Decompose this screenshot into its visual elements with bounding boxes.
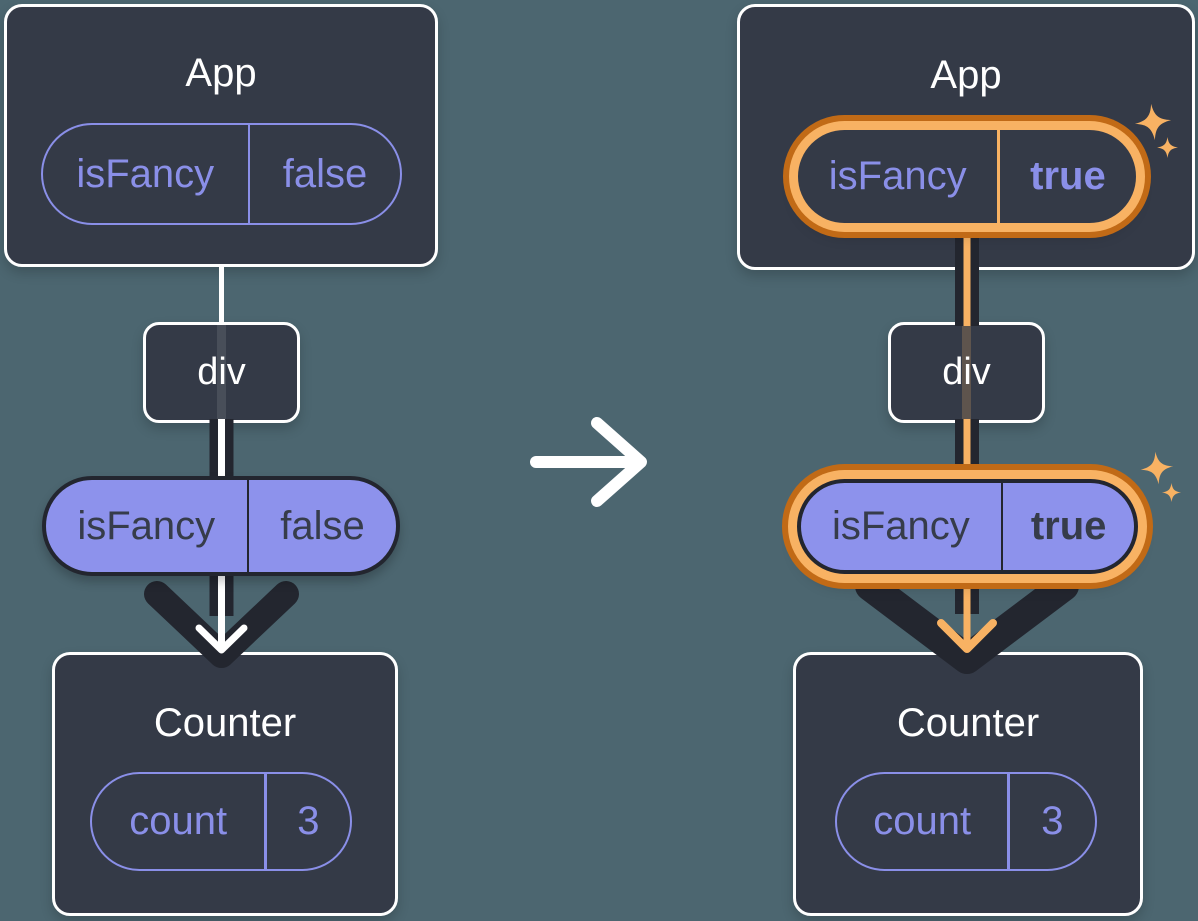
sparkle-icon bbox=[1140, 451, 1174, 485]
arrowhead-core bbox=[937, 619, 997, 653]
app-title: App bbox=[185, 51, 257, 95]
state-value: true bbox=[1030, 154, 1106, 198]
arrowhead-dark bbox=[855, 571, 1079, 674]
div-label: div bbox=[942, 351, 991, 393]
pill-divider bbox=[1000, 483, 1004, 570]
app-state-pill: isFancy false bbox=[41, 123, 402, 225]
counter-state-pill: count 3 bbox=[835, 772, 1097, 871]
sparkle-icon bbox=[1134, 103, 1172, 141]
state-value: false bbox=[282, 151, 368, 196]
prop-name: isFancy bbox=[77, 503, 216, 548]
counter-title: Counter bbox=[153, 701, 297, 745]
counter-state-pill: count 3 bbox=[90, 772, 352, 871]
state-value: 3 bbox=[297, 799, 320, 843]
edge-passthrough bbox=[217, 325, 226, 420]
prop-value: false bbox=[280, 503, 365, 548]
passed-prop-pill: isFancy false bbox=[42, 476, 400, 576]
sparkle-icon bbox=[1161, 482, 1182, 503]
div-label: div bbox=[197, 351, 246, 393]
arrowhead-dark bbox=[144, 581, 299, 668]
edge-passthrough bbox=[962, 325, 971, 420]
pill-divider bbox=[264, 774, 267, 869]
state-name: isFancy bbox=[828, 154, 967, 198]
prop-value: true bbox=[1030, 504, 1107, 548]
state-name: count bbox=[129, 799, 228, 843]
sparkle-icon bbox=[1157, 137, 1178, 158]
app-state-pill-highlighted: isFancy true bbox=[798, 130, 1136, 223]
pill-divider bbox=[246, 480, 250, 572]
counter-title: Counter bbox=[896, 701, 1040, 745]
pill-divider bbox=[1007, 774, 1010, 869]
arrowhead-core bbox=[195, 624, 248, 654]
state-name: isFancy bbox=[76, 151, 215, 196]
div-element-box bbox=[888, 322, 1045, 423]
transition-arrow-icon bbox=[530, 417, 647, 507]
state-name: count bbox=[873, 799, 972, 843]
pill-divider bbox=[997, 130, 1000, 223]
prop-name: isFancy bbox=[831, 504, 970, 548]
state-value: 3 bbox=[1041, 799, 1064, 843]
pill-divider bbox=[247, 125, 251, 223]
passed-prop-pill-highlighted: isFancy true bbox=[797, 479, 1138, 574]
app-title: App bbox=[930, 53, 1002, 97]
